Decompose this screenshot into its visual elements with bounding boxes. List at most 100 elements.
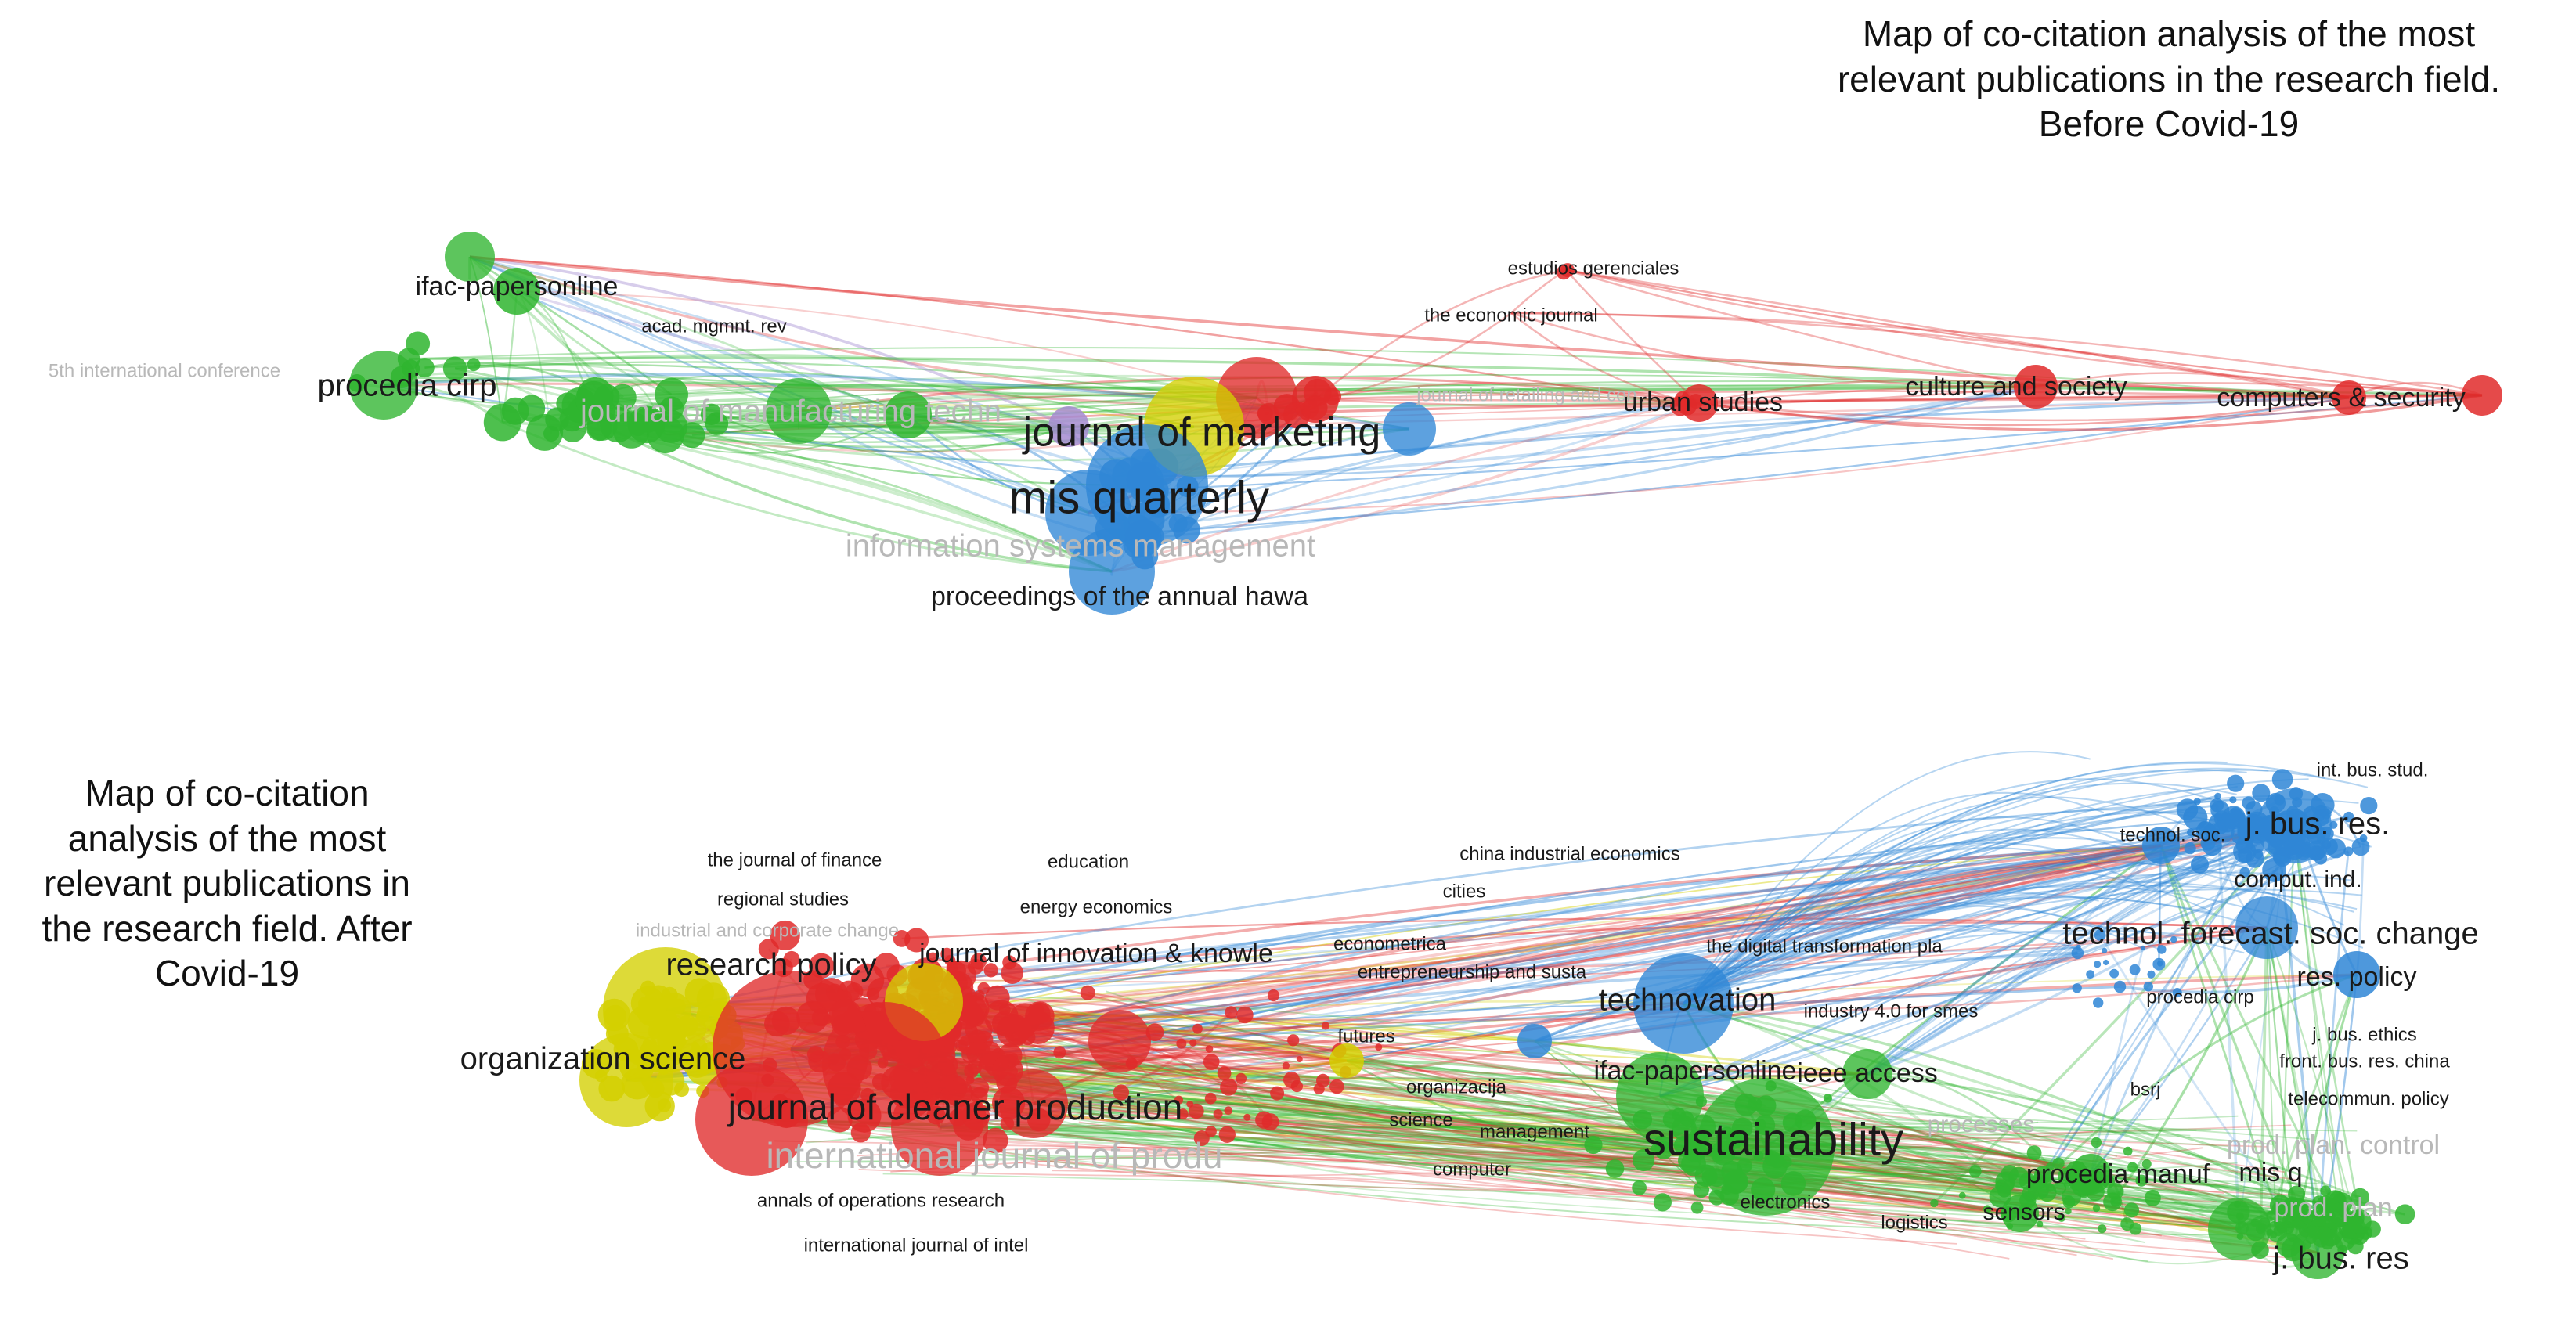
node-green	[2093, 1205, 2100, 1212]
node-red	[1192, 1024, 1203, 1034]
caption-line: relevant publications in the research fi…	[1777, 57, 2560, 103]
node-blue	[2093, 997, 2103, 1007]
publication-label: industry 4.0 for smes	[1804, 1000, 1979, 1022]
node-green	[1691, 1202, 1704, 1214]
publication-label: sensors	[1983, 1199, 2065, 1225]
node-red	[1189, 1040, 1196, 1047]
publication-label: culture and society	[1905, 372, 2127, 402]
node-blue	[2272, 769, 2293, 790]
node-blue	[2152, 958, 2165, 971]
publication-label: journal of innovation & knowle	[918, 939, 1273, 968]
node-red	[2462, 375, 2502, 416]
publication-label: industrial and corporate change	[636, 920, 899, 941]
publication-label: econometrica	[1333, 933, 1447, 954]
node-green	[1654, 1193, 1672, 1211]
node-blue	[2229, 796, 2236, 803]
node-green	[2103, 1192, 2122, 1211]
node-red	[1287, 1034, 1299, 1046]
caption-line: the research field. After	[0, 906, 454, 952]
publication-label: international journal of intel	[804, 1234, 1029, 1256]
node-green	[2145, 1190, 2161, 1206]
node-blue	[2191, 856, 2209, 874]
before-covid-caption: Map of co-citation analysis of the most …	[1777, 12, 2560, 147]
publication-label: information systems management	[846, 529, 1315, 564]
node-red	[1243, 1114, 1250, 1121]
node-blue	[2326, 838, 2346, 858]
node-blue	[2130, 964, 2141, 975]
node-red	[1236, 1007, 1254, 1024]
node-green	[406, 332, 430, 356]
node-blue	[2227, 775, 2244, 792]
node-blue	[2086, 970, 2094, 979]
node-blue	[2233, 840, 2256, 863]
node-green	[2124, 1202, 2139, 1217]
publication-label: journal of manufacturing techn	[579, 395, 1001, 429]
publication-label: telecommun. policy	[2288, 1088, 2448, 1109]
node-blue	[1517, 1024, 1552, 1058]
node-green	[1959, 1192, 1966, 1199]
node-red	[1176, 1039, 1186, 1049]
publication-label: estudios gerenciales	[1508, 258, 1679, 279]
publication-label: china industrial economics	[1459, 843, 1679, 864]
node-red	[1322, 1022, 1329, 1029]
node-blue	[2114, 981, 2126, 993]
publication-label: education	[1048, 851, 1129, 872]
publication-label: urban studies	[1623, 387, 1783, 417]
publication-label: prod. plan. control	[2227, 1130, 2440, 1160]
node-red	[1206, 1045, 1214, 1053]
node-green	[484, 404, 521, 442]
publication-label: entrepreneurship and susta	[1358, 961, 1587, 982]
publication-label: the digital transformation pla	[1706, 935, 1943, 957]
publication-label: int. bus. stud.	[2317, 759, 2429, 780]
publication-label: logistics	[1881, 1212, 1947, 1233]
node-red	[1218, 1066, 1232, 1080]
publication-label: computers & security	[2217, 383, 2465, 413]
publication-label: procedia manuf	[2026, 1159, 2210, 1189]
publication-label: 5th international conference	[49, 360, 280, 381]
node-green	[2065, 1208, 2071, 1214]
publication-label: the economic journal	[1424, 305, 1597, 326]
publication-label: ifac-papersonline	[1594, 1056, 1797, 1086]
publication-label: journal of retailing and con	[1416, 384, 1637, 405]
node-green	[526, 414, 563, 451]
publication-label: energy economics	[1020, 896, 1173, 917]
publication-label: procedia cirp	[317, 369, 496, 403]
node-red	[1225, 1106, 1233, 1115]
node-green	[2091, 1137, 2102, 1148]
publication-label: ieee access	[1797, 1058, 1938, 1088]
publication-label: science	[1389, 1109, 1452, 1130]
node-green	[1632, 1180, 1647, 1195]
node-yellow	[1329, 1043, 1364, 1078]
publication-label: acad. mgmnt. rev	[641, 315, 786, 337]
publication-label: comput. ind.	[2234, 867, 2361, 892]
node-red	[1225, 1006, 1237, 1018]
node-green	[2208, 1198, 2271, 1260]
publication-label: annals of operations research	[757, 1190, 1005, 1211]
publication-label: research policy	[666, 948, 876, 982]
node-red	[1236, 1073, 1247, 1084]
node-red	[1053, 1046, 1066, 1058]
node-green	[1969, 1165, 1982, 1177]
publication-label: futures	[1337, 1025, 1394, 1047]
publication-label: technovation	[1599, 983, 1777, 1018]
node-red	[1297, 1056, 1303, 1062]
caption-line: Map of co-citation analysis of the most	[1777, 12, 2560, 57]
caption-line: relevant publications in	[0, 861, 454, 906]
publication-label: mis q	[2239, 1158, 2302, 1188]
node-red	[1189, 1104, 1204, 1119]
node-red	[984, 1000, 1019, 1035]
publication-label: j. bus. res.	[2245, 807, 2390, 842]
node-blue	[2103, 960, 2109, 965]
publication-label: computer	[1433, 1159, 1511, 1180]
node-blue	[2109, 969, 2119, 979]
publication-label: proceedings of the annual hawa	[931, 582, 1308, 611]
publication-label: j. bus. res	[2272, 1242, 2408, 1276]
publication-label: international journal of produ	[766, 1135, 1222, 1176]
node-green	[2027, 1145, 2042, 1160]
node-blue	[1383, 402, 1436, 456]
node-red	[1270, 1087, 1284, 1101]
publication-label: organizacija	[1406, 1076, 1507, 1098]
node-blue	[2094, 961, 2101, 968]
node-red	[1283, 1072, 1300, 1088]
